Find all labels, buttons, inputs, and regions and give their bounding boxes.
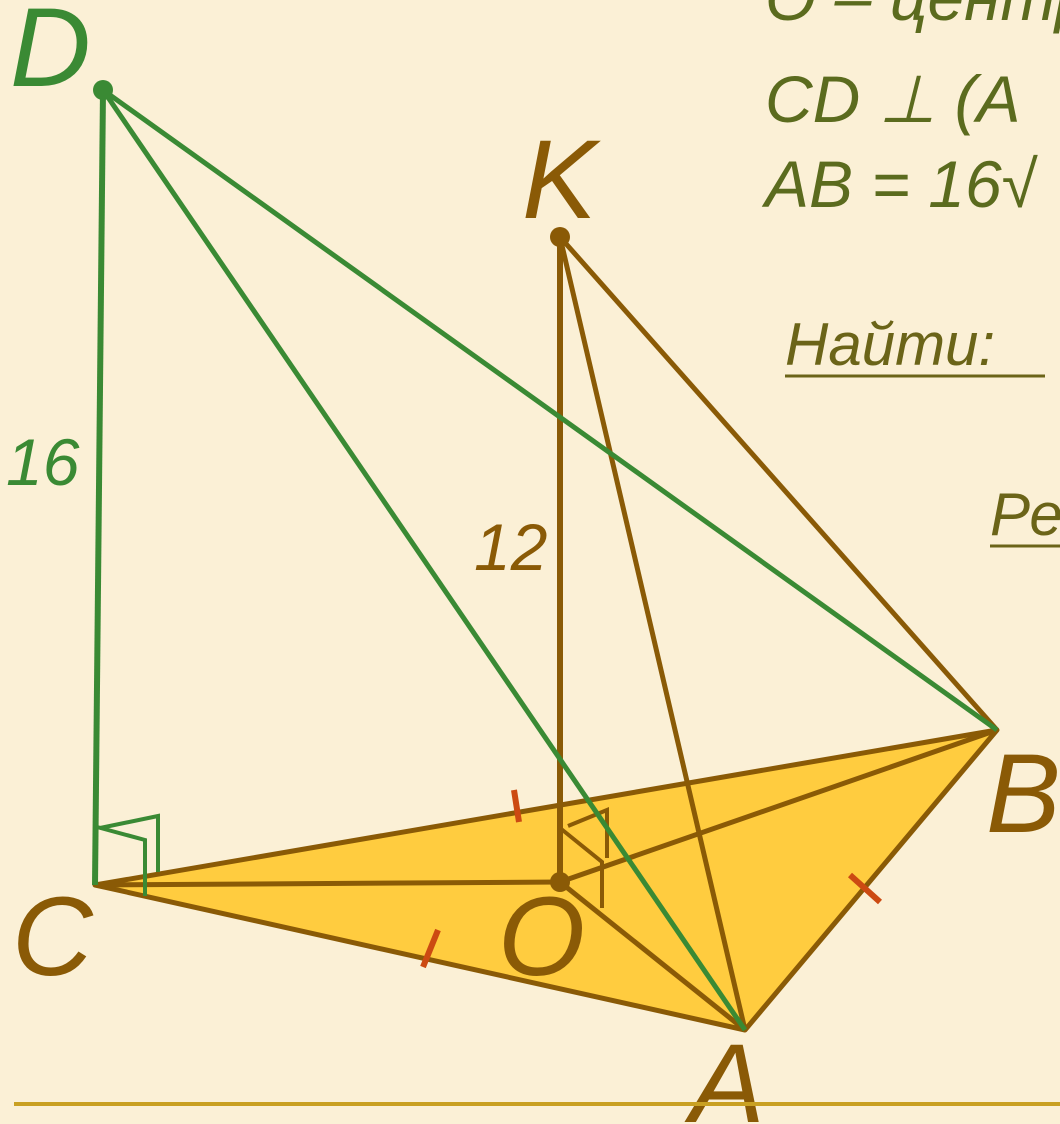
label-b: B — [986, 731, 1060, 856]
vertex-d — [93, 80, 113, 100]
label-c: C — [12, 874, 94, 999]
given-line-1: O – центр — [765, 0, 1060, 34]
segment-da — [100, 88, 748, 1032]
segment-dc — [92, 89, 106, 886]
tick-mark-cb — [511, 789, 522, 823]
label-d: D — [10, 0, 91, 110]
vertex-o — [550, 872, 570, 892]
segment-ka — [557, 236, 748, 1031]
label-o: O — [498, 874, 585, 999]
right-angle-mark-o-2 — [567, 807, 609, 858]
given-line-2: CD ⊥ (A — [765, 62, 1021, 136]
label-k: K — [522, 117, 601, 242]
given-line-3: AB = 16√ — [761, 147, 1039, 221]
segment-co — [94, 879, 561, 888]
length-label-ko: 12 — [474, 510, 547, 584]
solution-label: Ре — [990, 481, 1060, 548]
segment-db — [101, 87, 999, 733]
segment-ob — [559, 727, 998, 885]
label-a: A — [684, 1021, 765, 1124]
right-angle-mark-c — [96, 825, 147, 896]
tick-mark-ab — [847, 872, 883, 905]
vertex-k — [550, 227, 570, 247]
tick-mark-ca — [420, 928, 441, 969]
segment-kb — [558, 235, 999, 732]
right-angle-mark-c-2 — [99, 813, 160, 872]
segment-oa — [558, 880, 747, 1032]
right-angle-mark-o — [558, 826, 604, 908]
length-label-cd: 16 — [6, 425, 80, 499]
find-label: Найти: — [785, 311, 995, 378]
